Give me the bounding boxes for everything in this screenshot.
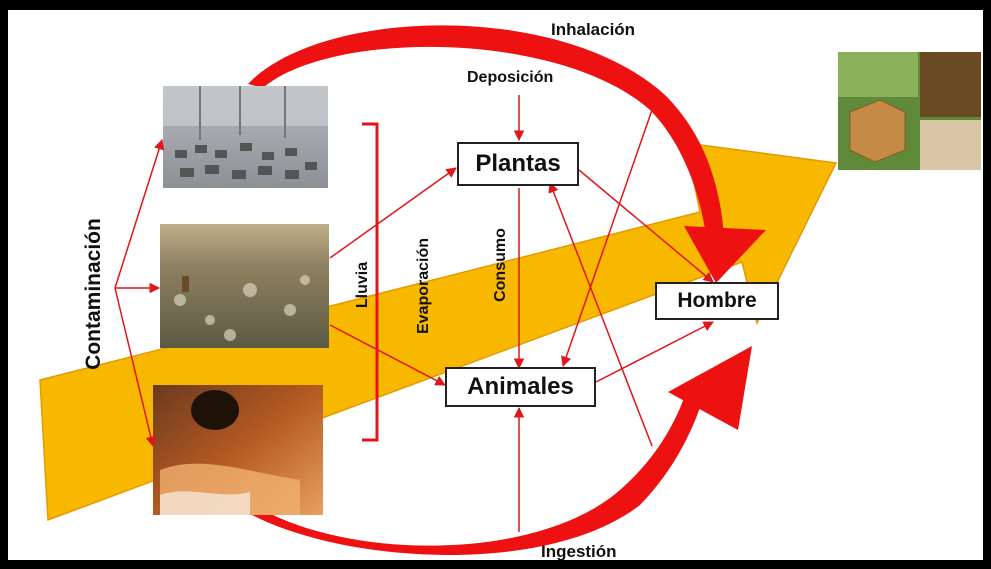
man-node: Hombre <box>655 282 779 320</box>
beehive-photo <box>838 52 981 170</box>
inhalation-label: Inhalación <box>551 20 635 40</box>
plants-node: Plantas <box>457 142 579 186</box>
garbage-dump-photo <box>160 224 329 348</box>
evaporation-label: Evaporación <box>414 226 434 346</box>
consumption-label: Consumo <box>491 220 511 310</box>
sewage-pipe-photo <box>153 385 323 515</box>
ingestion-label: Ingestión <box>541 542 617 562</box>
contamination-label: Contaminación <box>82 214 106 374</box>
animals-node: Animales <box>445 367 596 407</box>
deposition-label: Deposición <box>467 69 553 87</box>
rain-label: Lluvia <box>353 250 373 320</box>
traffic-smog-photo <box>163 86 328 188</box>
